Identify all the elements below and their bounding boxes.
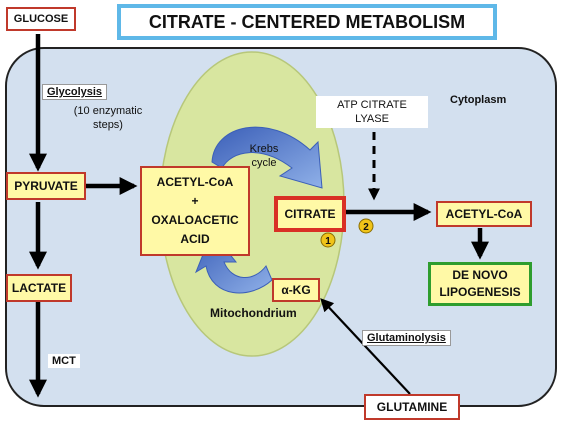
label-cytoplasm-text: Cytoplasm (450, 94, 507, 106)
node-akg: α-KG (272, 278, 320, 302)
label-enzymatic-line2: steps) (93, 119, 123, 131)
arrow-glutamine-akg (320, 298, 411, 395)
node-acetylcoa-oxaloacetic: ACETYL-CoA + OXALOACETIC ACID (140, 166, 250, 256)
node-de-novo-line1: DE NOVO (452, 268, 508, 282)
label-cytoplasm: Cytoplasm (450, 94, 506, 106)
marker-2: 2 (363, 222, 369, 233)
label-atp-line1: ATP CITRATE (337, 99, 407, 111)
node-acetylcoa-label: ACETYL-CoA (445, 207, 523, 221)
label-mitochondrium: Mitochondrium (210, 306, 297, 320)
diagram-title: CITRATE - CENTERED METABOLISM (117, 4, 497, 40)
diagram-title-text: CITRATE - CENTERED METABOLISM (148, 11, 466, 32)
label-krebs-line1: Krebs (249, 143, 279, 155)
node-acetylcoa-cytoplasm: ACETYL-CoA (436, 201, 532, 227)
marker-1-circle (320, 232, 336, 248)
label-mct-text: MCT (52, 355, 76, 367)
label-mct: MCT (48, 354, 80, 368)
node-acetylcoa-oaa-line3: OXALOACETIC (151, 213, 239, 227)
node-acetylcoa-oaa-line1: ACETYL-CoA (156, 175, 234, 189)
node-glutamine: GLUTAMINE (364, 394, 460, 420)
node-lactate-label: LACTATE (11, 281, 67, 295)
label-enzymatic-steps: (10 enzymatic steps) (60, 104, 156, 132)
marker-1: 1 (325, 236, 331, 247)
label-glycolysis-text: Glycolysis (47, 86, 103, 98)
krebs-arrow-top (211, 126, 323, 189)
label-krebs-line2: cycle (251, 157, 277, 169)
label-glutaminolysis-text: Glutaminolysis (367, 332, 446, 344)
node-pyruvate-label: PYRUVATE (14, 179, 78, 193)
label-mitochondrium-text: Mitochondrium (210, 306, 297, 320)
node-citrate: CITRATE (274, 196, 346, 232)
node-glutamine-label: GLUTAMINE (376, 400, 448, 414)
label-glutaminolysis: Glutaminolysis (362, 330, 451, 346)
node-citrate-label: CITRATE (284, 207, 336, 221)
node-glucose-label: GLUCOSE (13, 13, 69, 25)
node-lactate: LACTATE (6, 274, 72, 302)
node-acetylcoa-oaa-line2: + (191, 194, 199, 208)
label-atp-citrate-lyase: ATP CITRATE LYASE (316, 96, 428, 128)
label-enzymatic-line1: (10 enzymatic (73, 105, 143, 117)
label-atp-line2: LYASE (355, 113, 389, 125)
node-glucose: GLUCOSE (6, 7, 76, 31)
node-acetylcoa-oaa-line4: ACID (180, 232, 210, 246)
node-de-novo-line2: LIPOGENESIS (439, 285, 521, 299)
node-pyruvate: PYRUVATE (6, 172, 86, 200)
marker-2-circle (358, 218, 374, 234)
label-glycolysis: Glycolysis (42, 84, 108, 100)
node-de-novo-lipogenesis: DE NOVO LIPOGENESIS (428, 262, 532, 306)
node-akg-label: α-KG (281, 283, 311, 297)
label-krebs-cycle: Krebs cycle (244, 142, 284, 170)
